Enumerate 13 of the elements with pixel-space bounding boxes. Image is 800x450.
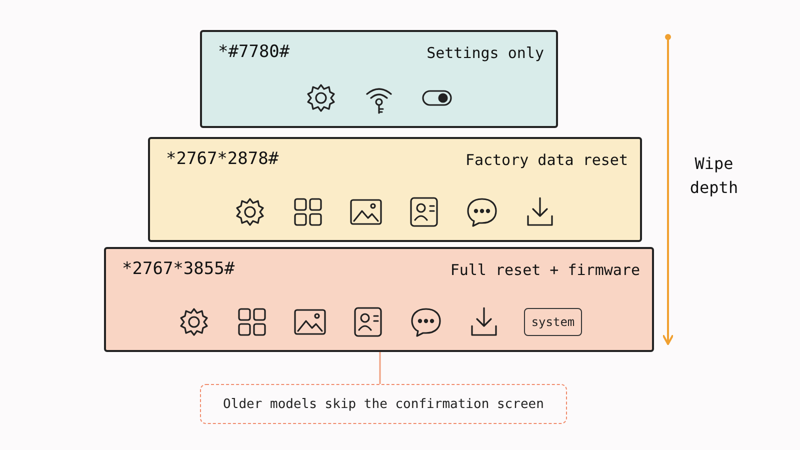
dial-code: *#7780# bbox=[218, 42, 290, 62]
layer-title: Settings only bbox=[426, 44, 544, 62]
layer-title: Factory data reset bbox=[465, 151, 628, 169]
system-label-box: system bbox=[524, 308, 582, 336]
layer-title: Full reset + firmware bbox=[450, 261, 640, 279]
dial-code: *2767*3855# bbox=[122, 259, 235, 279]
dial-code: *2767*2878# bbox=[166, 149, 279, 169]
leader-line bbox=[379, 352, 381, 384]
note-box: Older models skip the confirmation screen bbox=[200, 384, 567, 424]
axis-label: Wipe depth bbox=[688, 153, 740, 199]
layer-panel bbox=[104, 247, 654, 352]
layer-panel bbox=[200, 30, 558, 128]
layer-panel bbox=[148, 137, 642, 242]
